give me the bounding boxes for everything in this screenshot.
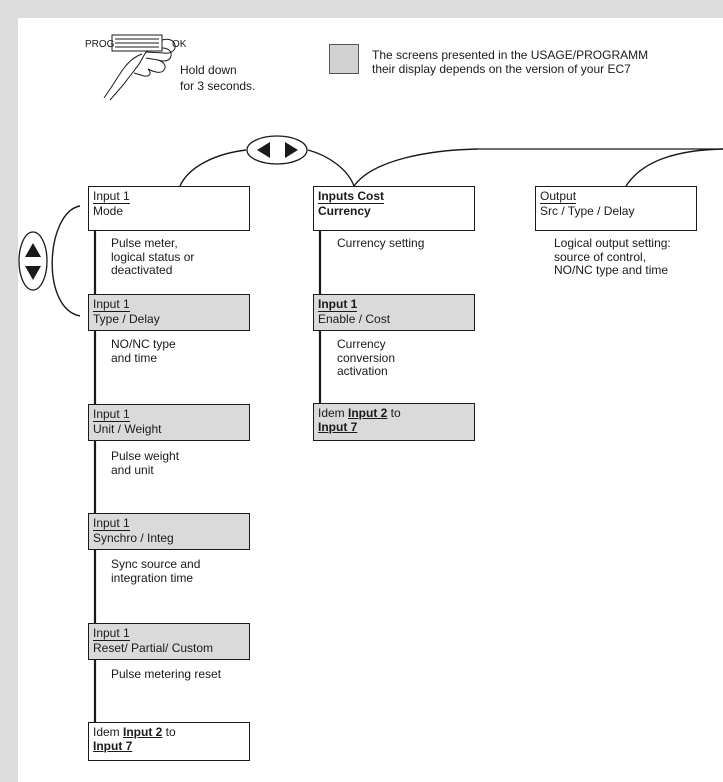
screen-subtitle: Enable / Cost: [318, 312, 391, 326]
legend-text: The screens presented in the USAGE/PROGR…: [372, 48, 648, 76]
idem-line1: Idem Input 2 to: [318, 406, 401, 420]
screen-title: Input 1: [93, 297, 130, 312]
screen-input1-unit-weight[interactable]: Input 1 Unit / Weight: [88, 404, 250, 441]
connector-lines: [18, 34, 723, 722]
desc-enable-cost: Currency conversion activation: [337, 337, 396, 378]
screen-title: Input 1: [318, 297, 358, 312]
screen-title: Input 1: [93, 189, 130, 204]
arc-output-to-next: [625, 148, 723, 187]
screen-inputs-cost-currency[interactable]: Inputs Cost Currency: [313, 186, 475, 231]
desc-input1-reset: Pulse metering reset: [111, 667, 222, 681]
screen-input1-type-delay[interactable]: Input 1 Type / Delay: [88, 294, 250, 331]
screen-subtitle: Src / Type / Delay: [540, 204, 635, 218]
up-down-arrows-icon[interactable]: [18, 231, 48, 291]
screen-title: Input 1: [93, 626, 130, 641]
desc-input1-unit-weight: Pulse weight and unit: [111, 449, 180, 477]
screen-title: Input 1: [93, 407, 130, 422]
desc-input1-mode: Pulse meter, logical status or deactivat…: [111, 236, 195, 277]
arc-input-to-selector: [179, 149, 247, 187]
legend-line2: their display depends on the version of …: [372, 62, 631, 76]
arc-cost-to-output: [353, 148, 479, 187]
idem-line1: Idem Input 2 to: [93, 725, 176, 739]
desc-output: Logical output setting: source of contro…: [554, 236, 671, 277]
idem-from: Input 2: [348, 406, 388, 420]
desc-input1-synchro-integ: Sync source and integration time: [111, 557, 201, 585]
screen-cost-idem[interactable]: Idem Input 2 to Input 7: [313, 403, 475, 441]
arc-selector-to-cost: [307, 149, 355, 187]
desc-currency: Currency setting: [337, 236, 425, 250]
hold-text-line2: for 3 seconds.: [180, 79, 256, 93]
screen-title: Output: [540, 189, 577, 204]
screen-subtitle: Type / Delay: [93, 312, 160, 326]
diagram-sheet: PROG OK Hold down for 3 seconds. The scr…: [18, 18, 723, 782]
screen-subtitle: Mode: [93, 204, 124, 218]
screen-output[interactable]: Output Src / Type / Delay: [535, 186, 697, 231]
screen-input1-mode[interactable]: Input 1 Mode: [88, 186, 250, 231]
screen-subtitle: Currency: [318, 204, 371, 218]
arc-updown-bracket: [51, 205, 81, 317]
screen-input-idem[interactable]: Idem Input 2 to Input 7: [88, 722, 250, 761]
screen-subtitle: Reset/ Partial/ Custom: [93, 641, 214, 655]
hold-text-line1: Hold down: [180, 63, 237, 77]
ok-label: OK: [172, 39, 187, 50]
screen-subtitle: Synchro / Integ: [93, 531, 174, 545]
screen-input1-reset[interactable]: Input 1 Reset/ Partial/ Custom: [88, 623, 250, 660]
screen-title: Inputs Cost: [318, 189, 384, 204]
legend-line1: The screens presented in the USAGE/PROGR…: [372, 48, 649, 62]
prog-label: PROG: [85, 39, 115, 50]
desc-input1-type-delay: NO/NC type and time: [111, 337, 176, 365]
legend-swatch: [329, 44, 359, 74]
hand-pressing-icon: [103, 34, 176, 101]
screen-input1-synchro-integ[interactable]: Input 1 Synchro / Integ: [88, 513, 250, 550]
screen-title: Input 1: [93, 516, 130, 531]
screen-input1-enable-cost[interactable]: Input 1 Enable / Cost: [313, 294, 475, 331]
screen-subtitle: Unit / Weight: [93, 422, 162, 436]
idem-to: Input 7: [93, 739, 133, 753]
idem-from: Input 2: [123, 725, 163, 739]
left-right-arrows-icon[interactable]: [246, 135, 308, 165]
idem-to: Input 7: [318, 420, 358, 434]
